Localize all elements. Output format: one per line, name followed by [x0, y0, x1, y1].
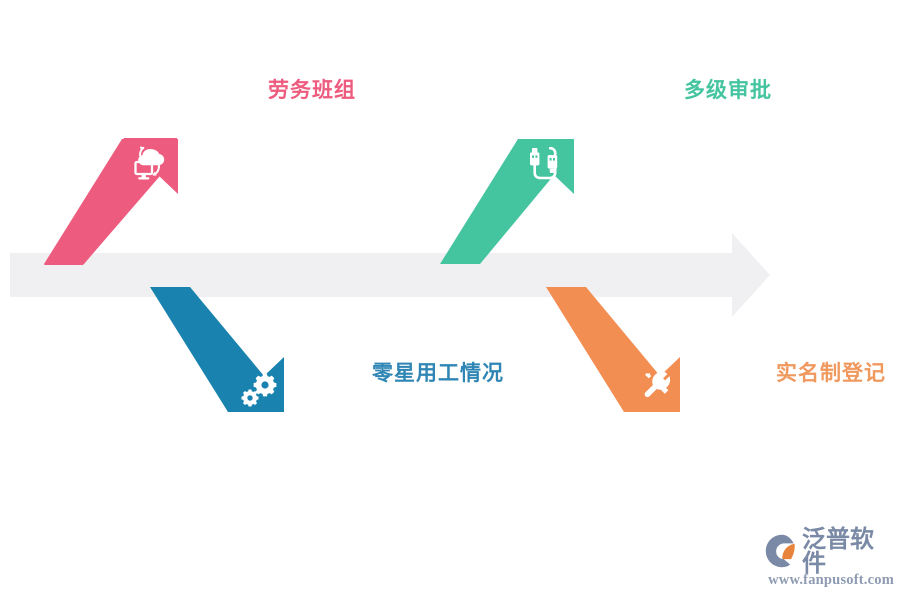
main-process-spine: [10, 233, 770, 317]
usb-cable-icon: [530, 146, 558, 180]
fanpusoft-logo-icon: [765, 534, 795, 568]
gears-icon: [241, 373, 277, 407]
tools-icon: [644, 371, 671, 398]
spine-arrow-shape: [10, 233, 770, 317]
branch-label-bottom-right: 实名制登记: [776, 362, 886, 385]
branch-label-top-right: 多级审批: [684, 79, 772, 102]
cloud-monitor-icon: [134, 146, 165, 180]
branch-bottom-right-arrow[interactable]: [546, 287, 680, 412]
branch-top-left-arrow[interactable]: [44, 138, 178, 265]
brand-watermark: 泛普软件 www.fanpusoft.com: [764, 527, 894, 594]
branch-label-bottom-left: 零星用工情况: [372, 362, 504, 385]
brand-row: 泛普软件: [764, 527, 894, 575]
branch-top-right-shape: [440, 139, 574, 264]
branch-top-right-arrow[interactable]: [440, 139, 574, 264]
branch-top-left-body: [44, 139, 178, 264]
branch-bottom-left-shape: [150, 287, 284, 412]
branch-label-top-left: 劳务班组: [268, 79, 356, 102]
brand-url: www.fanpusoft.com: [768, 572, 894, 588]
branch-bottom-left-arrow[interactable]: [150, 287, 284, 412]
branch-bottom-right-shape: [546, 287, 680, 412]
brand-name: 泛普软件: [802, 525, 874, 577]
